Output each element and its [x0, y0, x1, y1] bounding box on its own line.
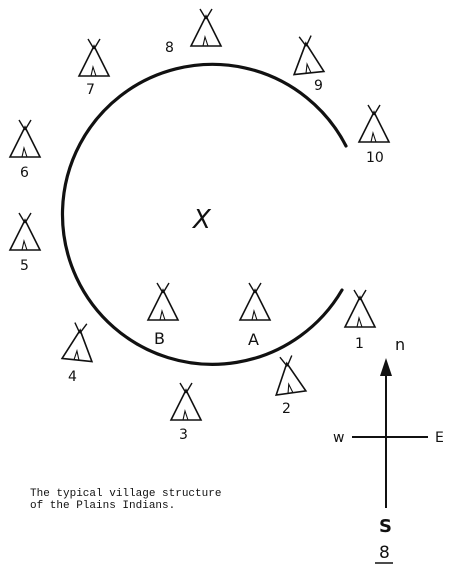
compass-east: E — [435, 430, 444, 446]
teepee-b-label: B — [154, 329, 165, 348]
teepee-5-label: 5 — [20, 258, 29, 274]
teepee-10: 10 — [358, 104, 390, 166]
teepee-10-icon — [358, 104, 390, 143]
teepee-8-icon — [190, 8, 222, 47]
teepee-3-icon — [170, 382, 202, 421]
teepee-a-icon — [239, 282, 271, 321]
teepee-a: A — [239, 282, 271, 349]
teepee-6-icon — [9, 119, 41, 158]
caption-line-1: The typical village structure — [30, 488, 222, 500]
teepee-7: 7 — [78, 38, 110, 98]
teepee-2-label: 2 — [282, 401, 291, 417]
teepee-2-icon — [270, 353, 307, 396]
teepee-8-label: 8 — [165, 40, 174, 56]
teepee-6: 6 — [9, 119, 41, 181]
caption-line-2: of the Plains Indians. — [30, 500, 176, 512]
teepee-1-icon — [344, 289, 376, 328]
camp-circle — [60, 62, 348, 366]
teepee-2: 2 — [270, 353, 307, 417]
compass-south: S — [379, 516, 392, 537]
teepee-9-icon — [289, 33, 325, 76]
teepee-3: 3 — [170, 382, 202, 443]
teepee-4: 4 — [61, 320, 97, 385]
compass: n S E w — [333, 335, 444, 537]
teepee-5: 5 — [9, 212, 41, 274]
teepee-a-label: A — [248, 330, 259, 349]
teepee-5-icon — [9, 212, 41, 251]
caption: The typical village structure of the Pla… — [30, 488, 310, 512]
teepee-9-label: 9 — [314, 78, 323, 94]
teepee-6-label: 6 — [20, 165, 29, 181]
compass-north: n — [395, 335, 405, 354]
teepee-3-label: 3 — [179, 427, 188, 443]
teepee-10-label: 10 — [366, 150, 384, 166]
page-number: 8 — [375, 543, 393, 564]
teepee-7-label: 7 — [86, 82, 95, 98]
center-label: X — [191, 205, 212, 235]
page-number-text: 8 — [379, 543, 390, 563]
teepee-4-icon — [61, 320, 97, 363]
teepee-8: 8 — [165, 8, 222, 56]
teepee-1-label: 1 — [355, 336, 364, 352]
north-arrow-icon — [380, 358, 392, 376]
teepee-1: 1 — [344, 289, 376, 352]
teepee-b-icon — [147, 282, 179, 321]
compass-west: w — [333, 430, 344, 446]
teepee-4-label: 4 — [68, 369, 77, 385]
teepee-b: B — [147, 282, 179, 348]
teepee-9: 9 — [289, 33, 325, 94]
teepee-7-icon — [78, 38, 110, 77]
